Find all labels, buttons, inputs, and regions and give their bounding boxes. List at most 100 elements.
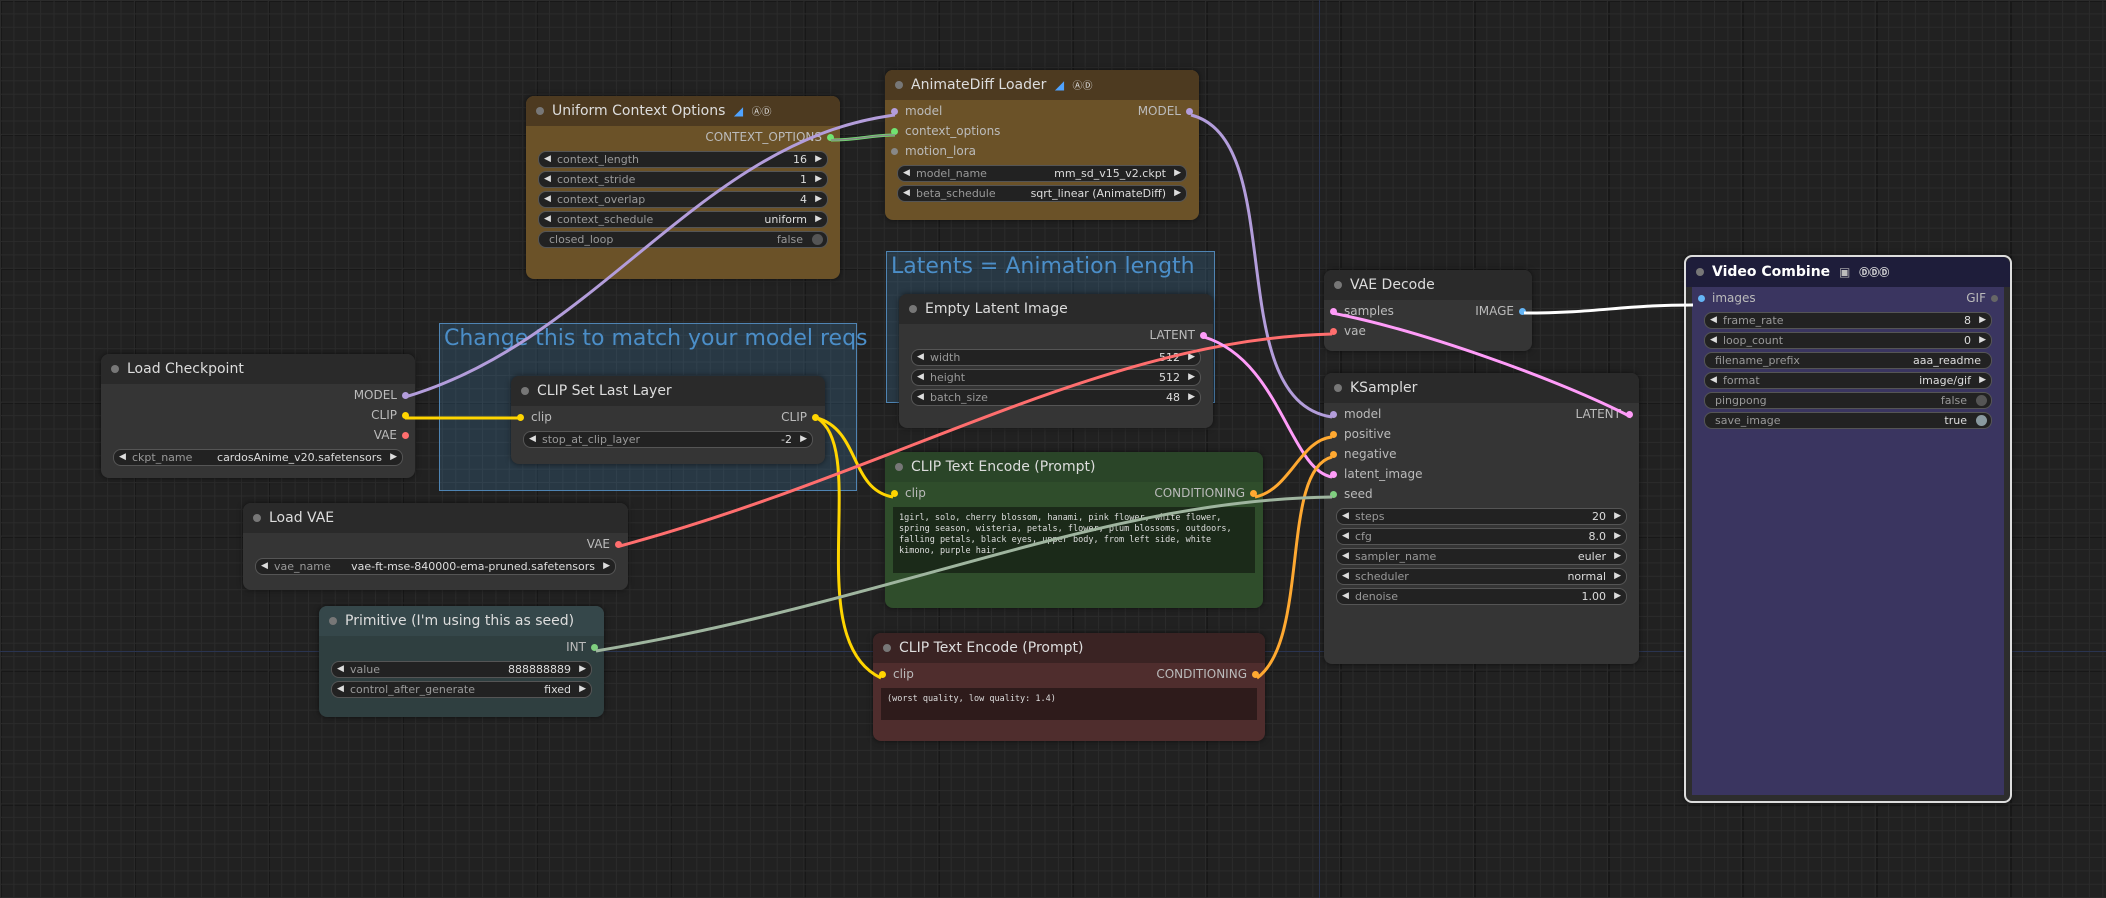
decrement-arrow-icon[interactable]: ◀: [1342, 531, 1349, 541]
next-arrow-icon[interactable]: ▶: [1614, 571, 1621, 581]
previous-arrow-icon[interactable]: ◀: [261, 561, 268, 571]
wire-conditioning[interactable]: [1254, 435, 1333, 499]
input-images[interactable]: images GIF: [1692, 291, 2004, 306]
output-vae[interactable]: VAE: [101, 428, 415, 443]
next-arrow-icon[interactable]: ▶: [579, 684, 586, 694]
node-title[interactable]: AnimateDiff Loader ◢ ⒶⒹ: [885, 70, 1199, 100]
node-title[interactable]: VAE Decode: [1324, 270, 1532, 300]
wire-conditioning[interactable]: [1256, 455, 1333, 680]
output-socket[interactable]: [1626, 411, 1633, 418]
decrement-arrow-icon[interactable]: ◀: [1342, 511, 1349, 521]
collapse-dot-icon[interactable]: [909, 305, 917, 313]
increment-arrow-icon[interactable]: ▶: [815, 174, 822, 184]
input-motion-lora[interactable]: motion_lora: [885, 144, 1199, 159]
toggle-knob-icon[interactable]: [812, 234, 823, 245]
input-socket[interactable]: [1330, 431, 1337, 438]
increment-arrow-icon[interactable]: ▶: [1979, 315, 1986, 325]
input-context-options[interactable]: context_options: [885, 124, 1199, 139]
input-socket[interactable]: [891, 128, 898, 135]
increment-arrow-icon[interactable]: ▶: [1979, 335, 1986, 345]
node-title[interactable]: Load Checkpoint: [101, 354, 415, 384]
collapse-dot-icon[interactable]: [895, 81, 903, 89]
output-socket[interactable]: [1519, 308, 1526, 315]
decrement-arrow-icon[interactable]: ◀: [917, 352, 924, 362]
increment-arrow-icon[interactable]: ▶: [1614, 531, 1621, 541]
toggle-knob-icon[interactable]: [1976, 415, 1987, 426]
input-clip[interactable]: clip CLIP: [511, 410, 825, 425]
collapse-dot-icon[interactable]: [1334, 384, 1342, 392]
node-title[interactable]: CLIP Text Encode (Prompt): [885, 452, 1263, 482]
output-socket[interactable]: [827, 134, 834, 141]
output-socket[interactable]: [1991, 295, 1998, 302]
prompt-text-area[interactable]: (worst quality, low quality: 1.4): [881, 688, 1257, 720]
previous-arrow-icon[interactable]: ◀: [1342, 551, 1349, 561]
next-arrow-icon[interactable]: ▶: [603, 561, 610, 571]
decrement-arrow-icon[interactable]: ◀: [544, 154, 551, 164]
decrement-arrow-icon[interactable]: ◀: [1710, 315, 1717, 325]
output-model[interactable]: MODEL: [101, 388, 415, 403]
increment-arrow-icon[interactable]: ▶: [815, 214, 822, 224]
node-clip-text-encode-positive[interactable]: CLIP Text Encode (Prompt) clip CONDITION…: [885, 452, 1263, 608]
decrement-arrow-icon[interactable]: ◀: [1342, 591, 1349, 601]
node-title[interactable]: Load VAE: [243, 503, 628, 533]
previous-arrow-icon[interactable]: ◀: [1342, 571, 1349, 581]
node-load-checkpoint[interactable]: Load Checkpoint MODEL CLIP VAE ◀ckpt_nam…: [101, 354, 415, 478]
collapse-dot-icon[interactable]: [1696, 268, 1704, 276]
increment-arrow-icon[interactable]: ▶: [1188, 352, 1195, 362]
input-socket[interactable]: [891, 148, 898, 155]
output-socket[interactable]: [1200, 332, 1207, 339]
output-socket[interactable]: [1186, 108, 1193, 115]
collapse-dot-icon[interactable]: [111, 365, 119, 373]
previous-arrow-icon[interactable]: ◀: [119, 452, 126, 462]
output-socket[interactable]: [615, 541, 622, 548]
input-socket[interactable]: [1330, 308, 1337, 315]
node-clip-set-last-layer[interactable]: CLIP Set Last Layer clip CLIP ◀stop_at_c…: [511, 376, 825, 464]
output-latent[interactable]: LATENT: [899, 328, 1213, 343]
collapse-dot-icon[interactable]: [1334, 281, 1342, 289]
input-samples[interactable]: samples IMAGE: [1324, 304, 1532, 319]
decrement-arrow-icon[interactable]: ◀: [544, 194, 551, 204]
increment-arrow-icon[interactable]: ▶: [800, 434, 807, 444]
node-title[interactable]: CLIP Text Encode (Prompt): [873, 633, 1265, 663]
increment-arrow-icon[interactable]: ▶: [1614, 591, 1621, 601]
decrement-arrow-icon[interactable]: ◀: [917, 372, 924, 382]
increment-arrow-icon[interactable]: ▶: [815, 154, 822, 164]
decrement-arrow-icon[interactable]: ◀: [529, 434, 536, 444]
output-context-options[interactable]: CONTEXT_OPTIONS: [526, 130, 840, 145]
input-negative[interactable]: negative: [1324, 447, 1639, 462]
next-arrow-icon[interactable]: ▶: [1174, 168, 1181, 178]
collapse-dot-icon[interactable]: [536, 107, 544, 115]
input-socket[interactable]: [1330, 491, 1337, 498]
node-ksampler[interactable]: KSampler model LATENT positive negative …: [1324, 373, 1639, 664]
input-socket[interactable]: [891, 490, 898, 497]
node-title[interactable]: CLIP Set Last Layer: [511, 376, 825, 406]
node-clip-text-encode-negative[interactable]: CLIP Text Encode (Prompt) clip CONDITION…: [873, 633, 1265, 741]
increment-arrow-icon[interactable]: ▶: [1188, 372, 1195, 382]
input-socket[interactable]: [891, 108, 898, 115]
increment-arrow-icon[interactable]: ▶: [1188, 392, 1195, 402]
node-title[interactable]: KSampler: [1324, 373, 1639, 403]
previous-arrow-icon[interactable]: ◀: [903, 168, 910, 178]
output-socket[interactable]: [591, 644, 598, 651]
